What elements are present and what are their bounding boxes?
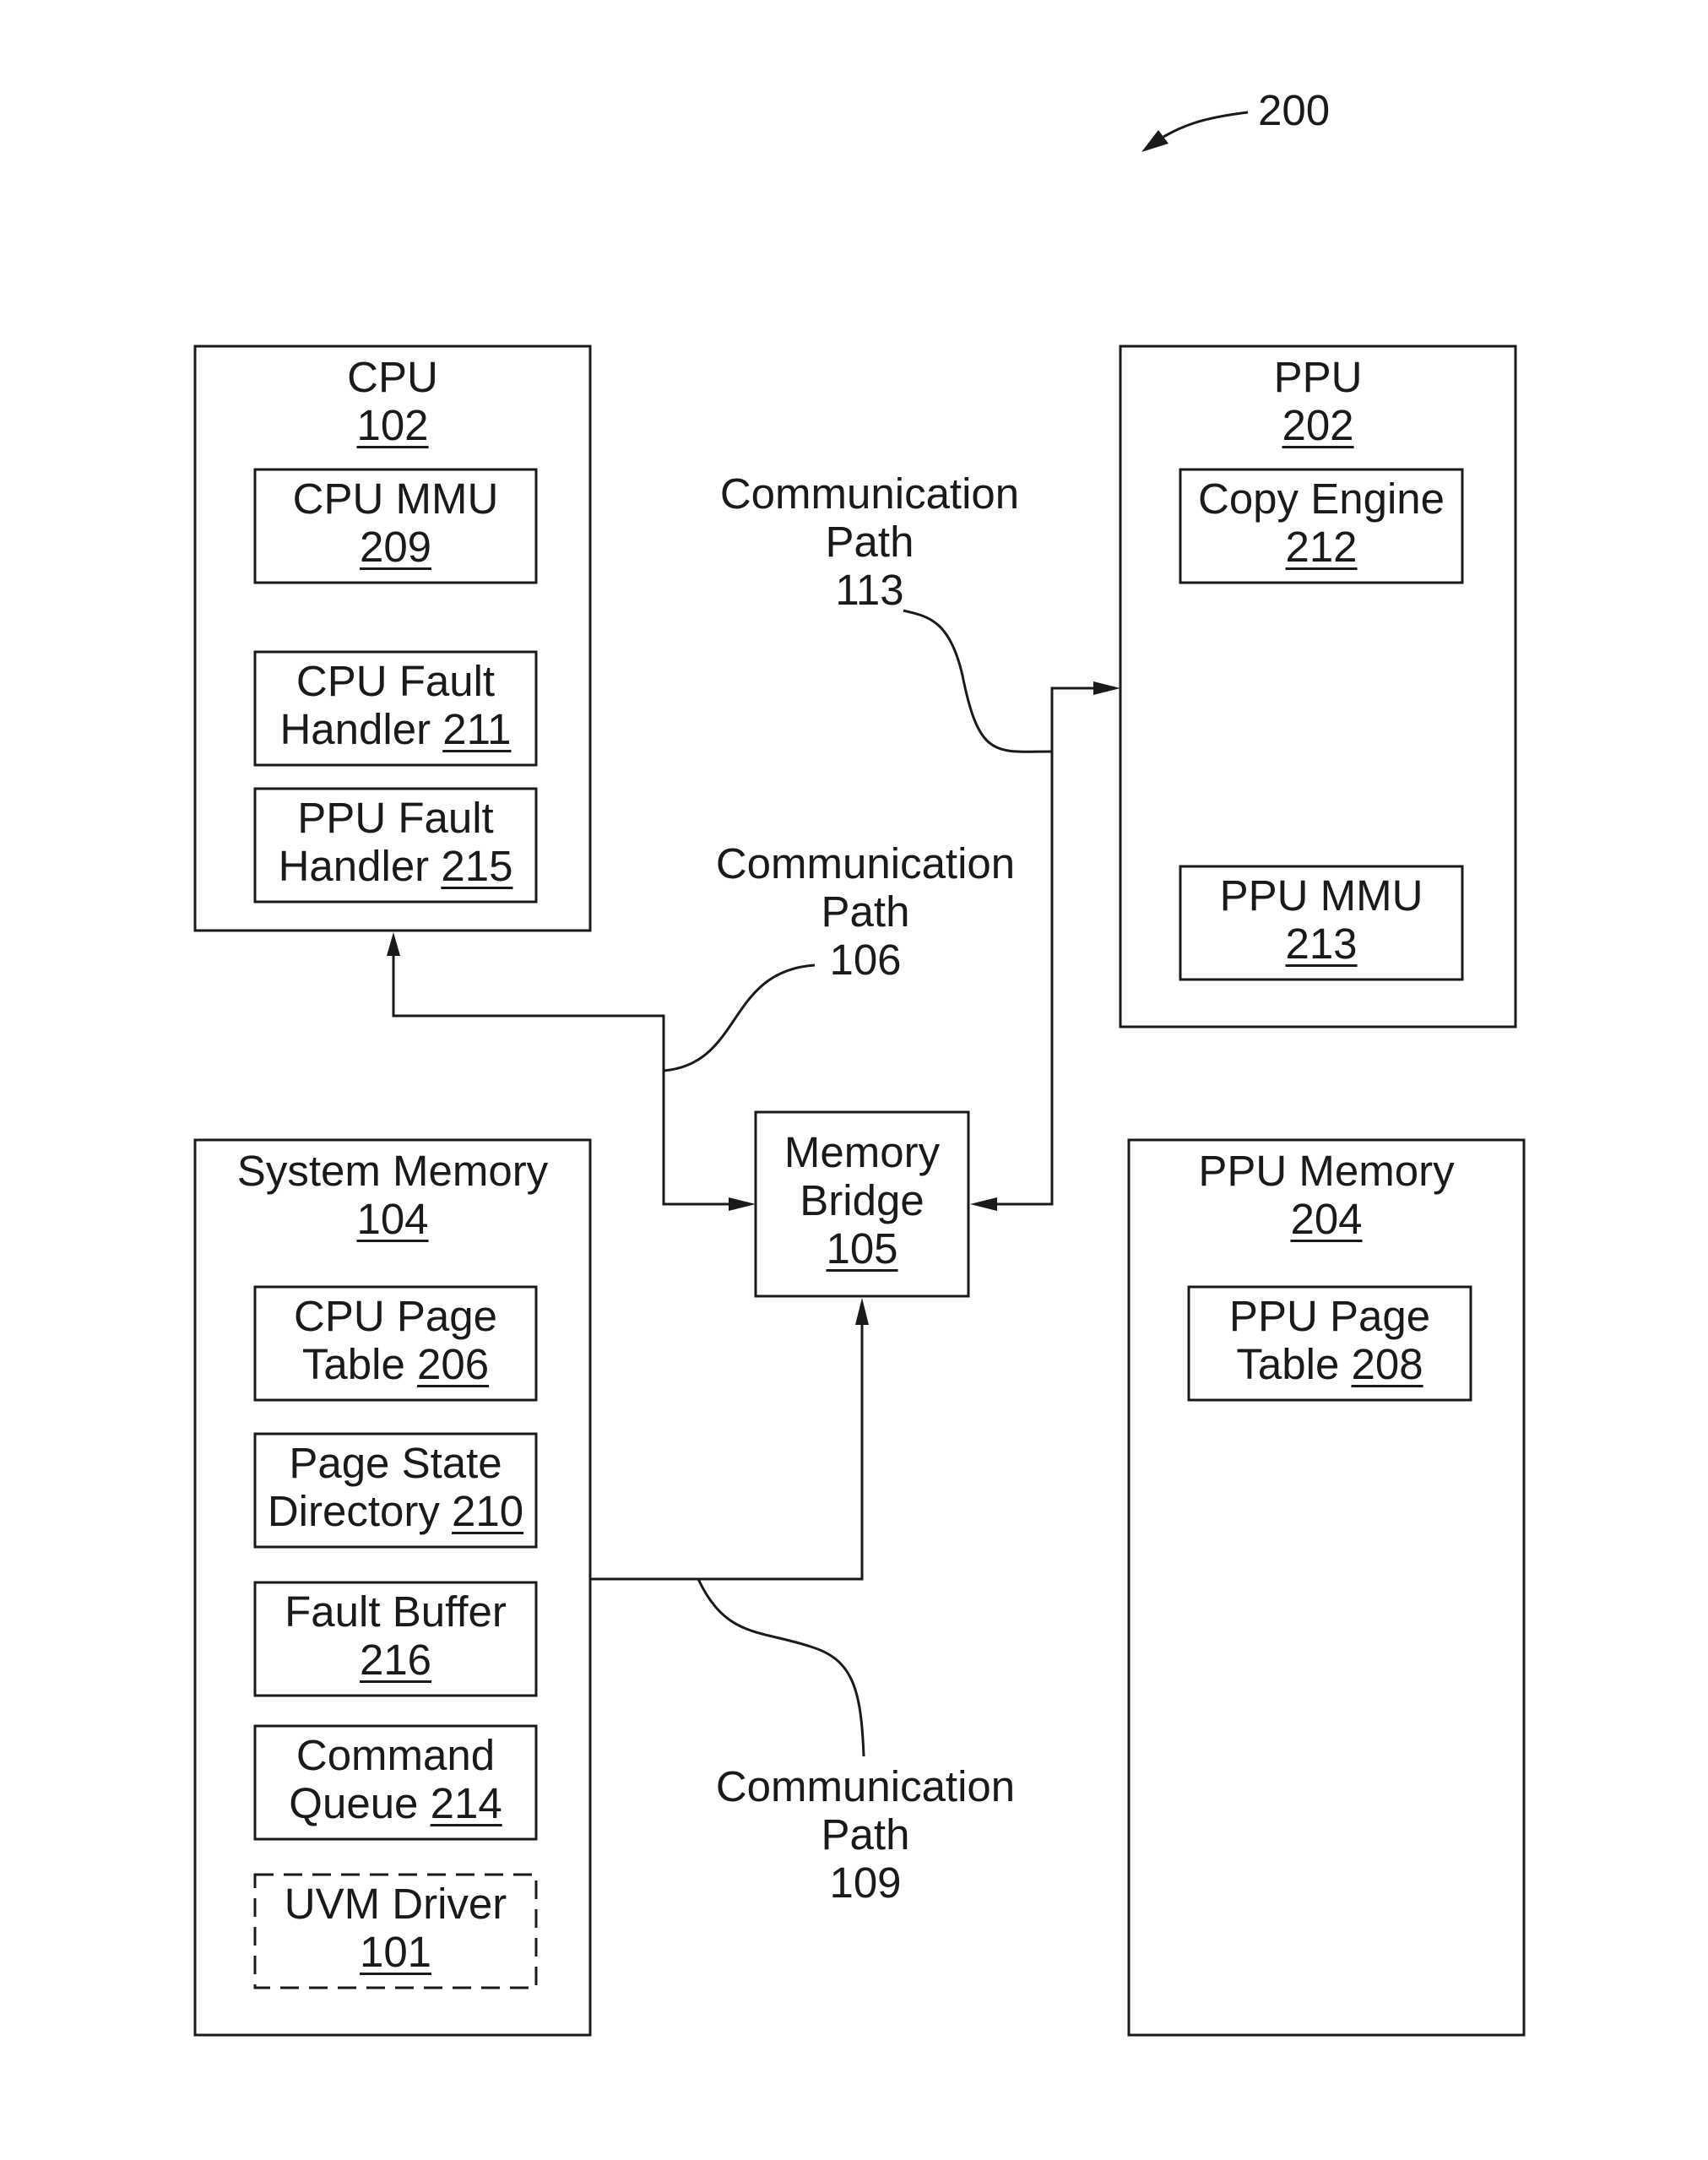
ppu-fault-handler-number: 215 [441,842,512,890]
cpu-fault-handler-line2: Handler [279,705,431,753]
ppu-memory-number: 204 [1290,1195,1362,1243]
copy-engine-label: Copy Engine 212 [1180,475,1462,571]
ppu-page-table-number: 208 [1352,1340,1423,1388]
ppu-label: PPU 202 [1120,353,1516,449]
ppu-mmu-title: PPU MMU [1180,871,1462,920]
ppu-mmu-number: 213 [1285,920,1357,968]
memory-bridge-title: Memory [756,1128,968,1176]
uvm-driver-number: 101 [360,1928,431,1976]
system-memory-number: 104 [356,1195,428,1243]
path-106-label: Communication Path 106 [688,839,1043,984]
path-109-arrowhead-bridge [855,1298,869,1325]
figure-number-text: 200 [1258,86,1330,134]
ppu-memory-box [1129,1140,1524,2035]
ppu-title: PPU [1120,353,1516,401]
ppu-page-table-title: PPU Page [1189,1292,1471,1340]
ppu-mmu-label: PPU MMU 213 [1180,871,1462,968]
page-state-directory-label: Page State Directory 210 [255,1439,536,1535]
cpu-page-table-line2: Table [302,1340,405,1388]
figure-ref-arrow [1163,112,1248,137]
path-106-arrowhead-bridge [729,1197,756,1211]
ppu-fault-handler-line2: Handler [279,842,430,890]
path-106-arrowhead-cpu [387,932,400,956]
path-113-line2: Path [692,518,1047,566]
cpu-fault-handler-title: CPU Fault [255,657,536,705]
system-memory-title: System Memory [195,1147,590,1195]
figure-number: 200 [1258,86,1330,134]
path-109-line1: Communication [688,1762,1043,1810]
ppu-number: 202 [1282,401,1353,449]
path-113-arrowhead-ppu [1093,681,1120,695]
cpu-mmu-number: 209 [360,523,431,571]
path-109-number: 109 [688,1859,1043,1907]
cpu-number: 102 [356,401,428,449]
fault-buffer-label: Fault Buffer 216 [255,1587,536,1684]
command-queue-number: 214 [431,1779,502,1827]
page-state-directory-number: 210 [452,1487,523,1535]
page-state-directory-line2: Directory [268,1487,440,1535]
path-106-line2: Path [688,887,1043,936]
cpu-page-table-number: 206 [417,1340,489,1388]
memory-bridge-label: Memory Bridge 105 [756,1128,968,1273]
path-113-leader [903,611,1052,752]
cpu-page-table-title: CPU Page [255,1292,536,1340]
path-109-line [590,1321,862,1579]
fault-buffer-number: 216 [360,1636,431,1684]
path-109-label: Communication Path 109 [688,1762,1043,1907]
command-queue-line2: Queue [289,1779,418,1827]
cpu-mmu-title: CPU MMU [255,475,536,523]
ppu-page-table-line2: Table [1236,1340,1339,1388]
path-113-line1: Communication [692,469,1047,518]
uvm-driver-label: UVM Driver 101 [255,1880,536,1976]
ppu-page-table-label: PPU Page Table 208 [1189,1292,1471,1388]
memory-bridge-line2: Bridge [756,1176,968,1224]
cpu-title: CPU [195,353,590,401]
page-state-directory-title: Page State [255,1439,536,1487]
ppu-memory-title: PPU Memory [1129,1147,1524,1195]
cpu-page-table-label: CPU Page Table 206 [255,1292,536,1388]
memory-bridge-number: 105 [826,1224,897,1273]
copy-engine-title: Copy Engine [1180,475,1462,523]
copy-engine-number: 212 [1285,523,1357,571]
ppu-fault-handler-title: PPU Fault [255,794,536,842]
cpu-fault-handler-number: 211 [442,705,511,753]
path-113-number: 113 [692,566,1047,614]
fault-buffer-title: Fault Buffer [255,1587,536,1636]
ppu-fault-handler-label: PPU Fault Handler 215 [255,794,536,890]
path-109-line2: Path [688,1810,1043,1859]
path-106-line1: Communication [688,839,1043,887]
command-queue-label: Command Queue 214 [255,1731,536,1827]
path-113-arrowhead-bridge [970,1197,997,1211]
ppu-memory-label: PPU Memory 204 [1129,1147,1524,1243]
cpu-fault-handler-label: CPU Fault Handler 211 [255,657,536,753]
path-106-number: 106 [688,936,1043,984]
figure-ref-arrowhead [1141,130,1168,152]
path-113-label: Communication Path 113 [692,469,1047,614]
uvm-driver-title: UVM Driver [255,1880,536,1928]
cpu-label: CPU 102 [195,353,590,449]
command-queue-title: Command [255,1731,536,1779]
cpu-mmu-label: CPU MMU 209 [255,475,536,571]
path-109-leader [698,1579,864,1756]
system-memory-label: System Memory 104 [195,1147,590,1243]
